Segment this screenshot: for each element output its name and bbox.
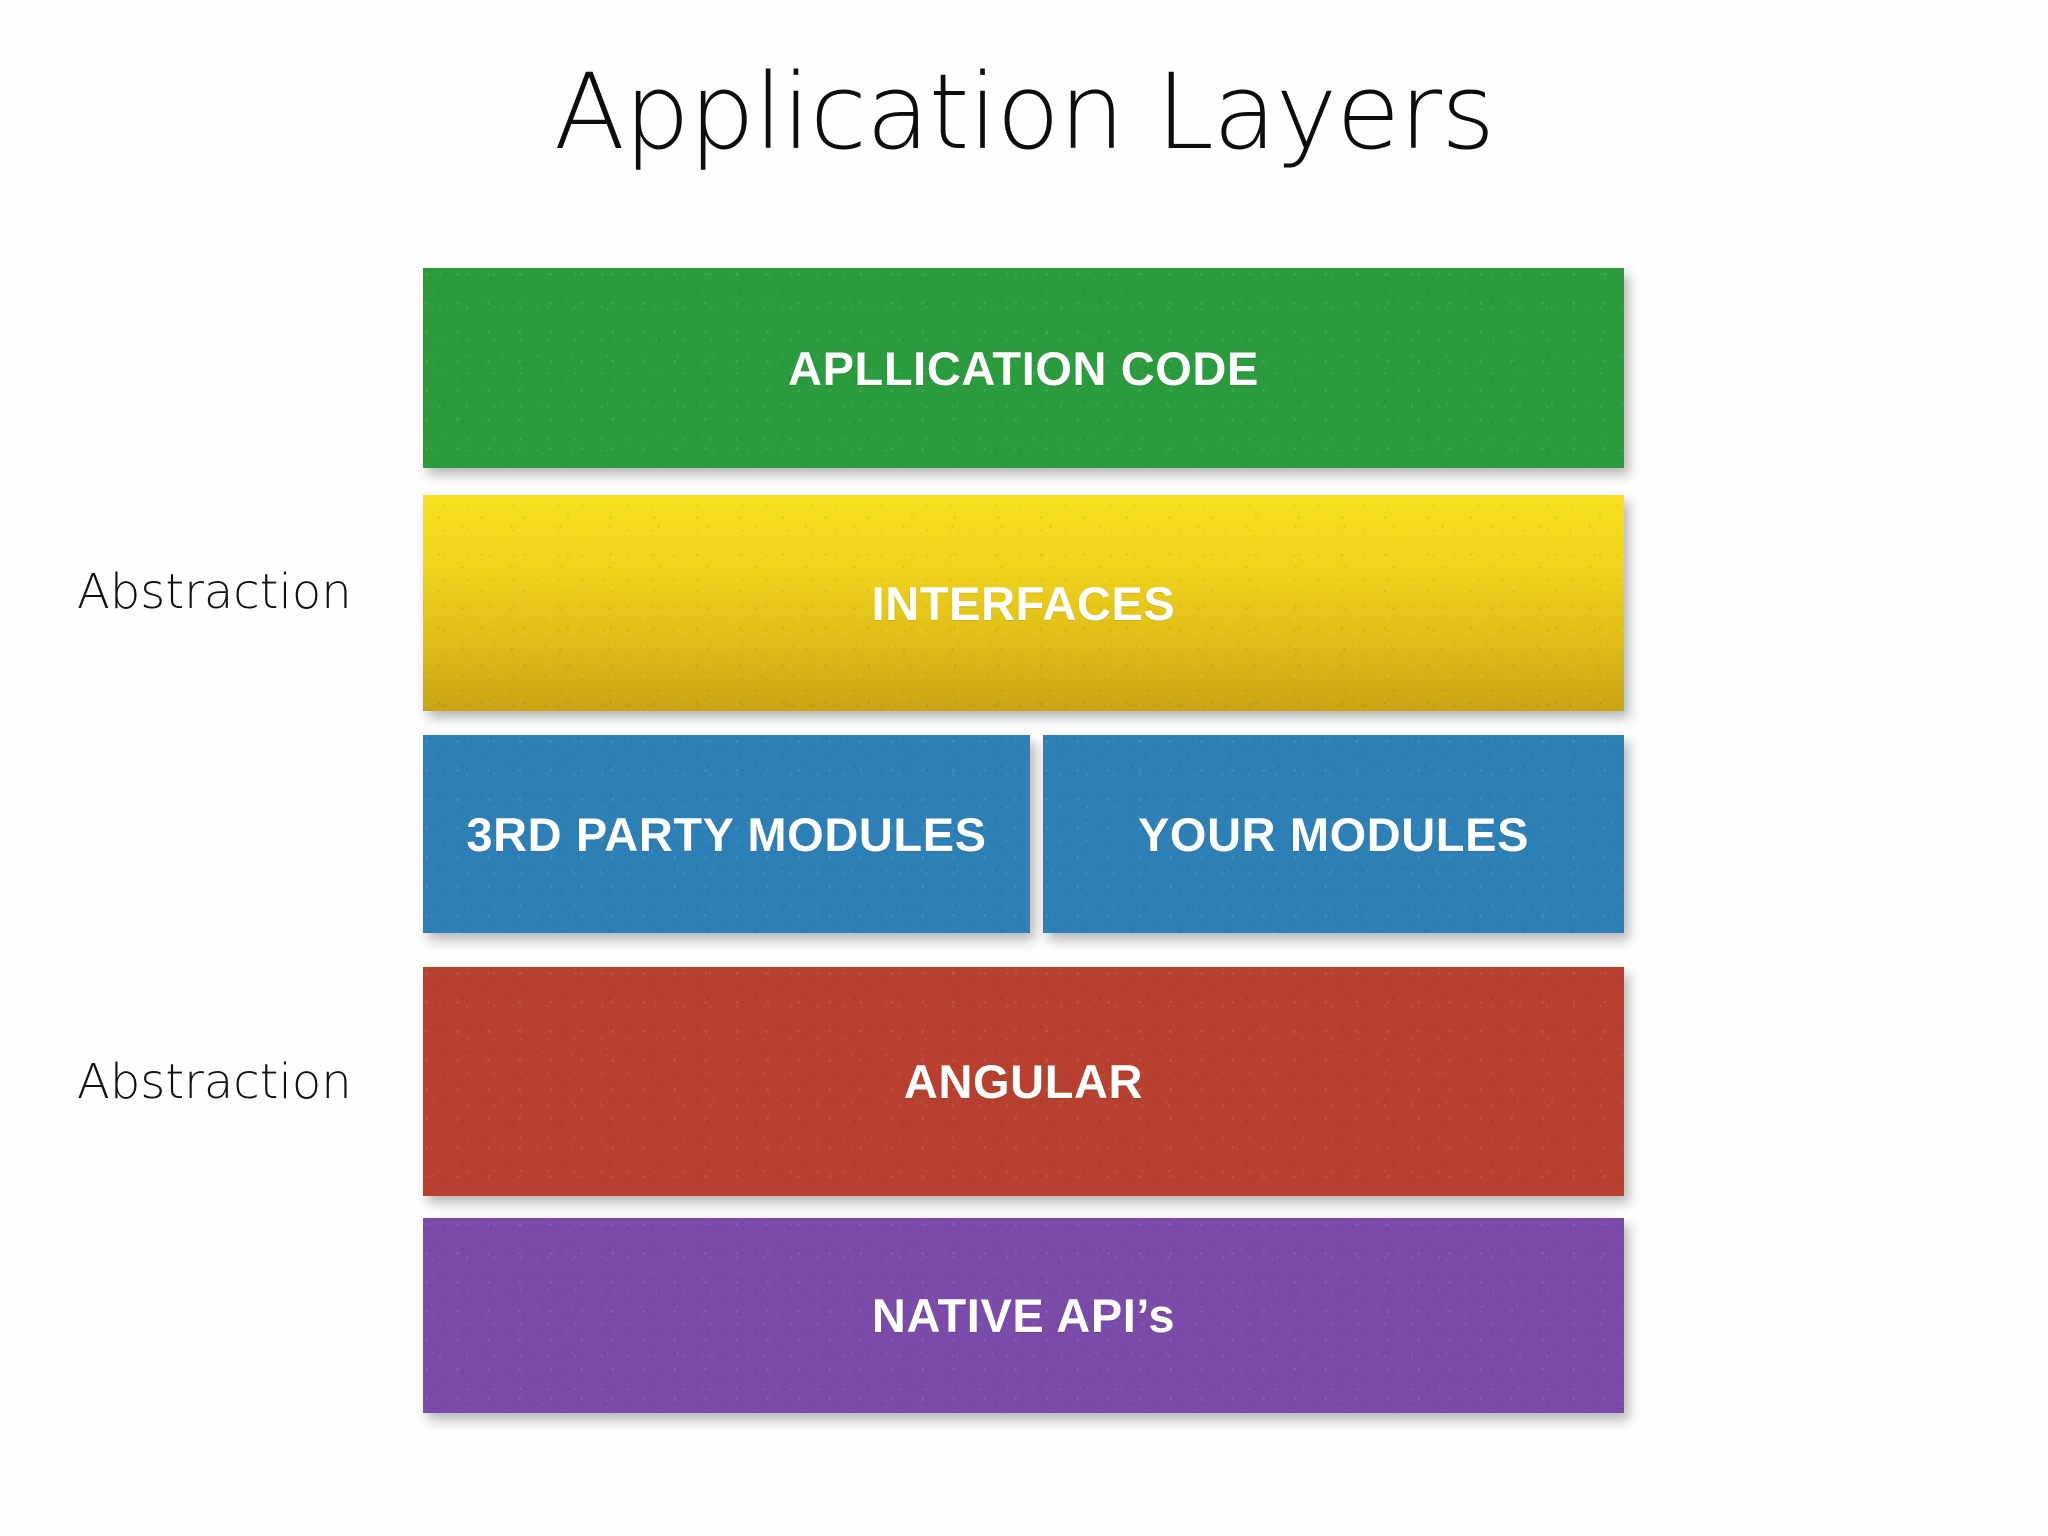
layer-third-party-modules: 3RD PARTY MODULES: [423, 735, 1030, 933]
layer-your-modules: YOUR MODULES: [1043, 735, 1624, 933]
layer-label-angular: ANGULAR: [903, 1055, 1144, 1108]
layer-application-code: APLLICATION CODE: [423, 268, 1624, 468]
layer-native-apis: NATIVE API’s: [423, 1218, 1624, 1413]
layer-label-application-code: APLLICATION CODE: [788, 341, 1259, 395]
page-title: Application Layers: [553, 51, 1495, 173]
layer-interfaces: INTERFACES: [423, 495, 1624, 711]
layer-label-interfaces: INTERFACES: [871, 576, 1176, 630]
layer-angular: ANGULAR: [423, 967, 1624, 1196]
layer-label-native-apis: NATIVE API’s: [871, 1289, 1176, 1342]
abstraction-label-lower: Abstraction: [77, 1054, 352, 1110]
abstraction-label-upper: Abstraction: [77, 564, 352, 620]
layer-label-third-party-modules: 3RD PARTY MODULES: [466, 807, 987, 861]
layer-label-your-modules: YOUR MODULES: [1137, 807, 1530, 861]
